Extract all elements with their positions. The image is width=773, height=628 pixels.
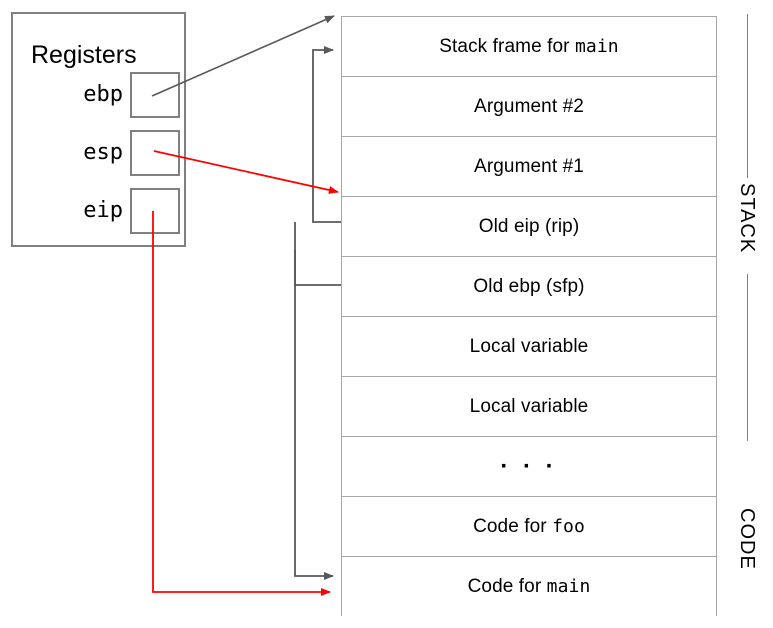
register-label-eip: eip xyxy=(83,198,123,223)
old-eip-to-code-main-arrow xyxy=(294,250,334,580)
memory-row-argument-1: Argument #1 xyxy=(342,137,716,197)
memory-row-argument-2: Argument #2 xyxy=(342,77,716,137)
memory-row-local-variable-2: Local variable xyxy=(342,377,716,437)
memory-row-label: Code for main xyxy=(467,576,591,597)
register-row-esp: esp xyxy=(13,130,188,176)
memory-table: Stack frame for main Argument #2 Argumen… xyxy=(341,16,717,617)
memory-row-label: Argument #1 xyxy=(474,155,584,177)
registers-panel: Registers ebp esp eip xyxy=(11,12,186,247)
register-row-ebp: ebp xyxy=(13,72,188,118)
memory-row-label: Local variable xyxy=(469,395,589,417)
memory-row-code-for-main: Code for main xyxy=(342,557,716,617)
memory-row-local-variable-1: Local variable xyxy=(342,317,716,377)
stack-region-rule-lower xyxy=(747,274,748,441)
stack-region-label: STACK xyxy=(736,183,758,254)
memory-row-ellipsis: · · · xyxy=(342,437,716,497)
memory-row-label: Old ebp (sfp) xyxy=(473,275,585,297)
mono-identifier: foo xyxy=(552,515,585,537)
mono-identifier: main xyxy=(546,576,591,597)
memory-row-label: Local variable xyxy=(469,335,589,357)
memory-row-code-for-foo: Code for foo xyxy=(342,497,716,557)
eip-pointer-arrow xyxy=(152,211,331,596)
old-eip-return-pointer-arrow xyxy=(312,46,341,223)
memory-row-label: Argument #2 xyxy=(474,95,584,117)
memory-row-label: Stack frame for main xyxy=(439,35,619,57)
memory-row-stack-frame-main: Stack frame for main xyxy=(342,17,716,77)
register-value-box-ebp[interactable] xyxy=(130,72,180,118)
memory-row-old-ebp: Old ebp (sfp) xyxy=(342,257,716,317)
memory-row-old-eip: Old eip (rip) xyxy=(342,197,716,257)
register-value-box-esp[interactable] xyxy=(130,130,180,176)
register-row-eip: eip xyxy=(13,188,188,234)
register-label-esp: esp xyxy=(83,140,123,165)
memory-row-label: Code for foo xyxy=(473,515,585,537)
register-value-box-eip[interactable] xyxy=(130,188,180,234)
code-region-label: CODE xyxy=(736,508,758,570)
stack-region-rule-upper xyxy=(747,14,748,178)
memory-row-label: Old eip (rip) xyxy=(478,215,580,237)
memory-row-label: · · · xyxy=(500,452,558,480)
old-ebp-saved-frame-pointer-line xyxy=(294,222,341,286)
registers-title: Registers xyxy=(31,41,137,69)
register-label-ebp: ebp xyxy=(83,82,123,107)
mono-identifier: main xyxy=(574,35,619,57)
